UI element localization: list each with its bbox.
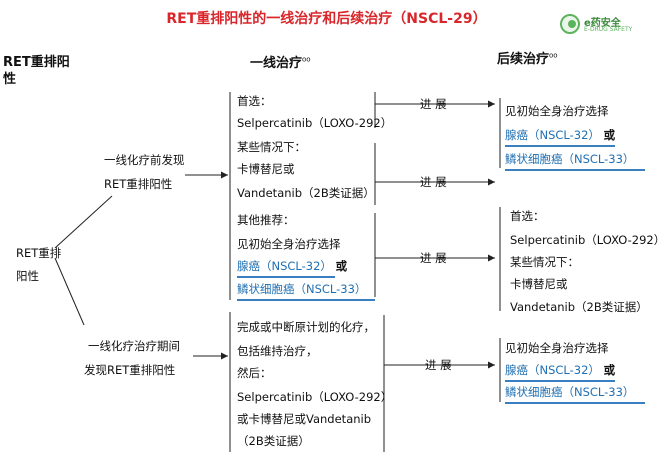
subsequent-b-preferred-label: 首选： — [510, 209, 545, 223]
or-label: 或 — [603, 128, 616, 142]
underline-adeno — [237, 276, 335, 278]
first-line-some-drug2: Vandetanib（2B类证据） — [237, 186, 375, 200]
underline-adeno — [505, 380, 615, 382]
first-line-during-5: 或卡博替尼或Vandetanib — [237, 412, 372, 426]
underline-adeno — [505, 145, 615, 147]
header-ret-positive: RET重排阳性 — [3, 55, 70, 87]
progress-label-2: 进 展 — [420, 175, 447, 189]
or-label: 或 — [335, 259, 348, 273]
progress-label-3: 进 展 — [420, 251, 447, 265]
root-to-before-line — [54, 195, 113, 249]
link-adenocarcinoma-nscl-32[interactable]: 腺癌（NSCL-32） — [505, 363, 600, 377]
first-line-during-1: 完成或中断原计划的化疗， — [237, 320, 375, 334]
underline-squamous — [237, 299, 375, 301]
subsequent-b-some-label: 某些情况下： — [510, 255, 579, 269]
progress-label-1: 进 展 — [420, 97, 447, 111]
first-line-some-label: 某些情况下： — [237, 140, 306, 154]
underline-squamous — [505, 169, 645, 171]
link-squamous-nscl-33[interactable]: 鳞状细胞癌（NSCL-33） — [237, 282, 367, 296]
logo-name: e药安全 — [584, 18, 621, 29]
first-line-other-label: 其他推荐： — [237, 213, 295, 227]
first-line-during-2: 包括维持治疗， — [237, 344, 318, 358]
page-title: RET重排阳性的一线治疗和后续治疗（NSCL-29） — [166, 11, 487, 27]
first-line-during-3: 然后： — [237, 366, 272, 380]
first-line-preferred-label: 首选： — [237, 94, 272, 108]
branch-before-line2: RET重排阳性 — [104, 177, 173, 191]
logo-icon — [560, 14, 580, 34]
subsequent-c-options: 腺癌（NSCL-32） 或 — [505, 362, 615, 378]
root-label-1: RET重排 — [16, 246, 62, 260]
branch-during-line2: 发现RET重排阳性 — [84, 363, 176, 377]
subsequent-c-text: 见初始全身治疗选择 — [505, 341, 609, 355]
first-line-other-options: 腺癌（NSCL-32） 或 — [237, 258, 347, 274]
first-line-during-4: Selpercatinib（LOXO-292） — [237, 390, 393, 404]
link-squamous-nscl-33[interactable]: 鳞状细胞癌（NSCL-33） — [505, 385, 635, 399]
first-line-preferred-drug: Selpercatinib（LOXO-292） — [237, 116, 393, 130]
subsequent-a-options: 腺癌（NSCL-32） 或 — [505, 127, 615, 143]
subsequent-b-some-drug1: 卡博替尼或 — [510, 277, 568, 291]
branch-during-line1: 一线化疗治疗期间 — [88, 339, 180, 353]
subsequent-b-preferred-drug: Selpercatinib（LOXO-292） — [510, 233, 665, 247]
root-label-2: 阳性 — [16, 269, 39, 283]
header-first-line: 一线治疗oo — [250, 55, 311, 71]
root-to-during-line — [54, 257, 85, 326]
logo-subtitle: E-DRUG SAFETY — [584, 26, 633, 33]
link-adenocarcinoma-nscl-32[interactable]: 腺癌（NSCL-32） — [237, 259, 332, 273]
subsequent-a-text: 见初始全身治疗选择 — [505, 104, 609, 118]
progress-label-4: 进 展 — [425, 358, 452, 372]
header-subsequent: 后续治疗oo — [497, 51, 558, 67]
first-line-other-text: 见初始全身治疗选择 — [237, 237, 341, 251]
or-label: 或 — [603, 363, 616, 377]
subsequent-b-some-drug2: Vandetanib（2B类证据） — [510, 300, 648, 314]
link-squamous-nscl-33[interactable]: 鳞状细胞癌（NSCL-33） — [505, 152, 635, 166]
underline-squamous — [505, 402, 645, 404]
first-line-during-6: （2B类证据） — [237, 434, 310, 448]
branch-before-line1: 一线化疗前发现 — [104, 153, 185, 167]
link-adenocarcinoma-nscl-32[interactable]: 腺癌（NSCL-32） — [505, 128, 600, 142]
first-line-some-drug1: 卡博替尼或 — [237, 162, 295, 176]
